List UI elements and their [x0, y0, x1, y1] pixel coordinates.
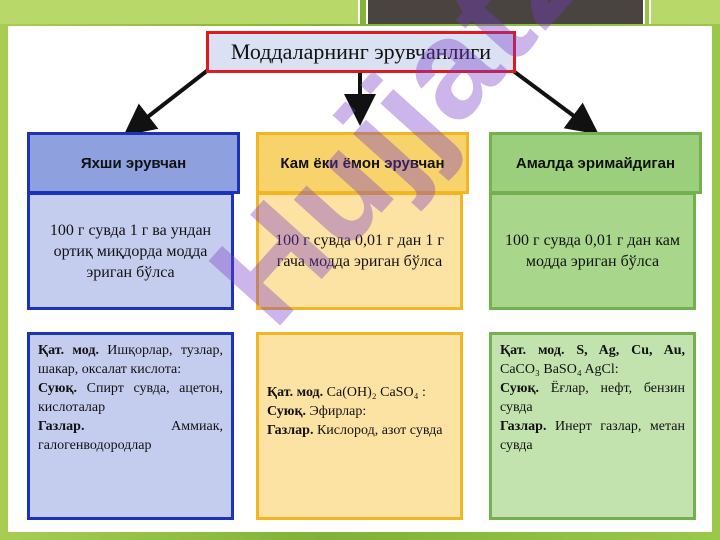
category-text: Аммиак, галогенводородлар — [38, 419, 223, 453]
category-text: Ca(OH)₂ CaSO₄ : — [323, 385, 426, 400]
definition-insoluble: 100 г сувда 0,01 г дан кам модда эриган … — [489, 192, 696, 310]
examples-insoluble: Қат. мод. S, Ag, Cu, Au, CaCO₃ BaSO₄ AgC… — [489, 332, 696, 520]
category-text: Ёғлар, нефт, бензин сувда — [500, 381, 685, 415]
category-label: Қат. мод. — [267, 385, 324, 400]
examples-row: Суюқ. Спирт сувда, ацетон, кислоталар — [38, 379, 223, 417]
examples-row: Қат. мод. Ca(OH)₂ CaSO₄ : — [267, 383, 452, 402]
examples-row: Газлар. Кислород, азот сувда — [267, 421, 452, 440]
category-text: Ишқорлар, тузлар, шакар, оксалат кислота… — [38, 343, 223, 377]
examples-row: Газлар. Аммиак, галогенводородлар — [38, 417, 223, 455]
category-label: Суюқ. — [38, 381, 78, 396]
category-label: Қат. мод. — [38, 343, 99, 358]
category-label: Суюқ. — [267, 404, 307, 419]
top-decor-left — [0, 0, 360, 24]
category-label: Қат. мод. S, Ag, Cu, Au, — [500, 343, 685, 358]
examples-slightly-soluble: Қат. мод. Ca(OH)₂ CaSO₄ : Суюқ. Эфирлар:… — [256, 332, 463, 520]
diagram-title: Моддаларнинг эрувчанлиги — [206, 31, 516, 73]
category-text: CaCO₃ BaSO₄ AgCl: — [500, 362, 619, 377]
examples-row: Суюқ. Эфирлар: — [267, 402, 452, 421]
header-insoluble: Амалда эримайдиган — [489, 132, 702, 194]
examples-row: Қат. мод. Ишқорлар, тузлар, шакар, оксал… — [38, 341, 223, 379]
examples-row: Газлар. Инерт газлар, метан сувда — [500, 417, 685, 455]
category-text: Инерт газлар, метан сувда — [500, 419, 685, 453]
examples-soluble: Қат. мод. Ишқорлар, тузлар, шакар, оксал… — [27, 332, 234, 520]
slide: Моддаларнинг эрувчанлиги Яхши эрувчан 10… — [8, 0, 712, 532]
header-slightly-soluble: Кам ёки ёмон эрувчан — [256, 132, 469, 194]
category-label: Газлар. — [38, 419, 85, 434]
header-soluble: Яхши эрувчан — [27, 132, 240, 194]
arrow-left — [123, 68, 210, 136]
top-decor-center — [366, 0, 645, 24]
arrow-right — [510, 68, 599, 135]
diagram-arrows — [123, 68, 599, 136]
examples-row: Қат. мод. S, Ag, Cu, Au, CaCO₃ BaSO₄ AgC… — [500, 341, 685, 379]
examples-row: Суюқ. Ёғлар, нефт, бензин сувда — [500, 379, 685, 417]
category-label: Газлар. — [267, 423, 314, 438]
category-text: Кислород, азот сувда — [313, 423, 443, 438]
category-text: Спирт сувда, ацетон, кислоталар — [38, 381, 223, 415]
definition-slightly-soluble: 100 г сувда 0,01 г дан 1 г гача модда эр… — [256, 192, 463, 310]
definition-soluble: 100 г сувда 1 г ва ундан ортиқ миқдорда … — [27, 192, 234, 310]
category-label: Суюқ. — [500, 381, 540, 396]
category-text: Эфирлар: — [306, 404, 367, 419]
top-decor-right — [649, 0, 720, 24]
category-label: Газлар. — [500, 419, 547, 434]
